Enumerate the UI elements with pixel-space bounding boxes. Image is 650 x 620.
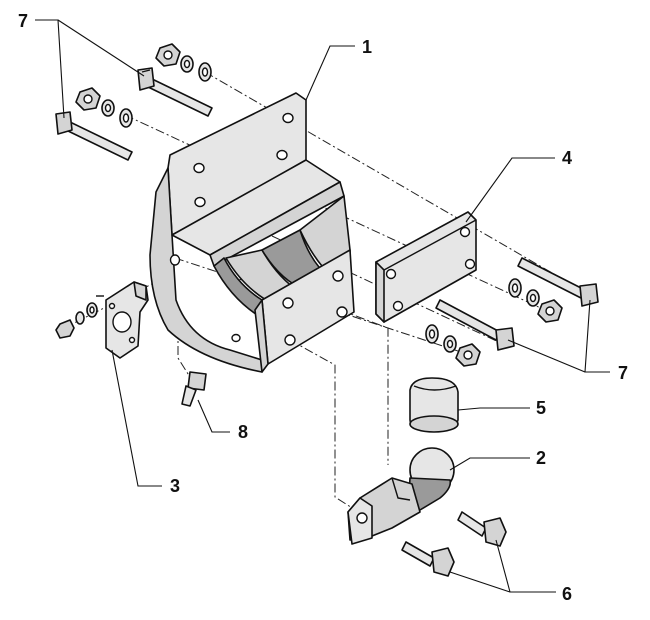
callout-1: 1	[362, 37, 372, 57]
short-bolt	[181, 371, 207, 407]
callout-8: 8	[238, 422, 248, 442]
tow-ball-neck	[347, 447, 455, 545]
callout-3: 3	[170, 476, 180, 496]
long-bolt-upper-right	[517, 257, 599, 307]
tow-bolt-upper	[457, 511, 507, 547]
leader-lines	[35, 19, 610, 593]
long-bolt-upper-left	[137, 67, 213, 117]
callouts: 1 2 3 4 5 6 7 7 8	[18, 11, 628, 604]
long-bolt-lower-right	[435, 299, 515, 351]
callout-7-left: 7	[18, 11, 28, 31]
long-bolt-lower-left	[55, 111, 133, 161]
main-bracket	[149, 92, 355, 373]
callout-4: 4	[562, 148, 572, 168]
callout-7-right: 7	[618, 363, 628, 383]
tow-bolt-lower	[401, 541, 455, 577]
socket-bracket	[55, 281, 149, 359]
callout-6: 6	[562, 584, 572, 604]
callout-2: 2	[536, 448, 546, 468]
nuts-washers-upper-left	[155, 43, 212, 82]
backing-plate	[375, 211, 477, 323]
nuts-washers-lower-left	[75, 87, 133, 128]
nuts-washers-upper-right	[508, 278, 563, 323]
callout-5: 5	[536, 398, 546, 418]
nuts-washers-lower-right	[425, 324, 481, 367]
ball-cover	[409, 377, 459, 433]
